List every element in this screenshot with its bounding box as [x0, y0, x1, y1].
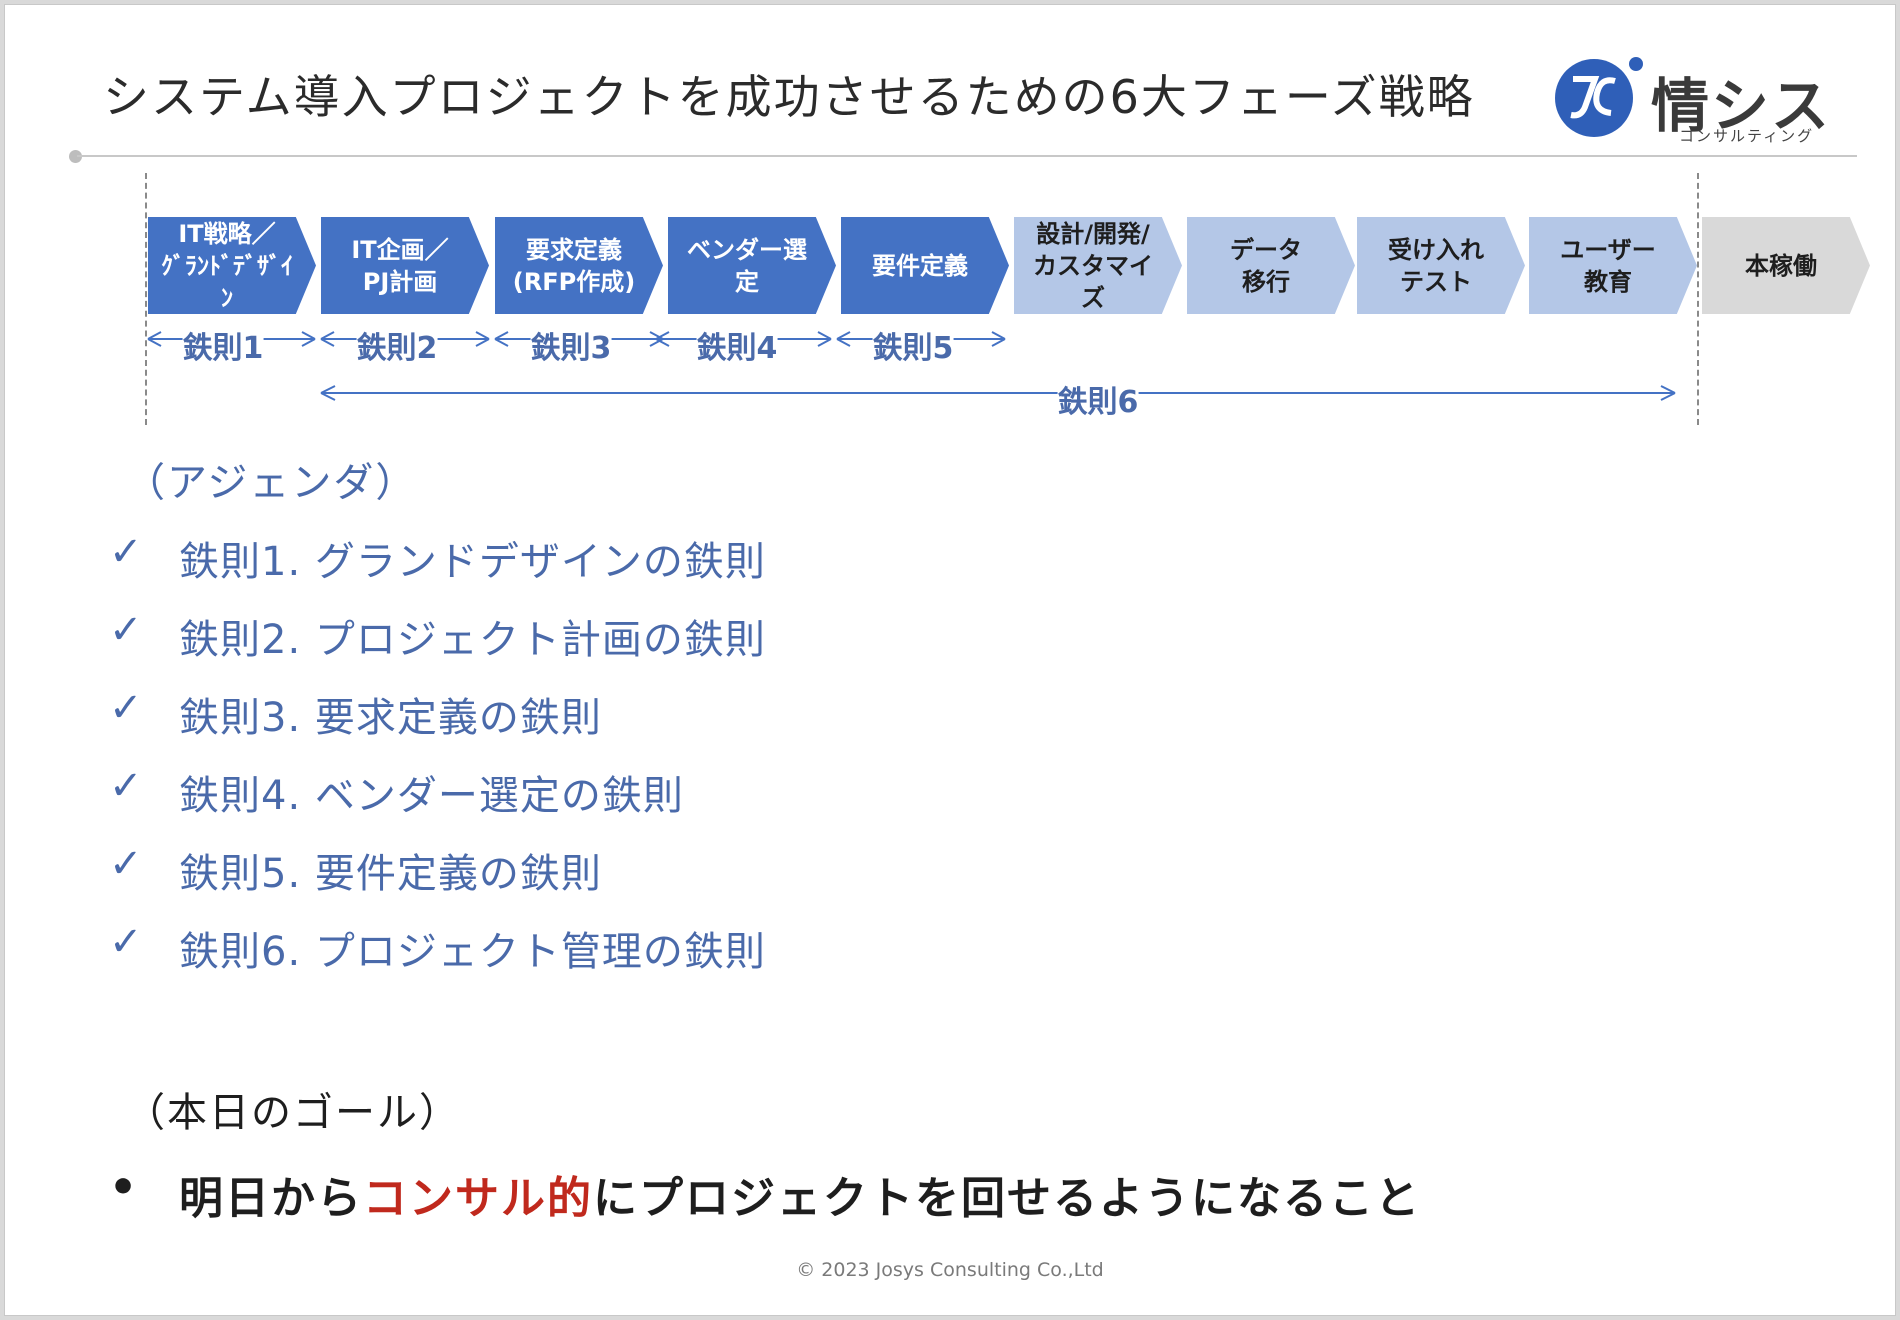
goal-text-before: 明日から: [179, 1173, 363, 1224]
timeline-start-line: [145, 173, 147, 425]
phase-chevron: 設計/開発/ カスタマイズ: [1014, 217, 1182, 314]
check-icon: ✓: [109, 529, 143, 575]
goal-text-accent: コンサル的: [363, 1173, 593, 1224]
agenda-item-text: 鉄則6. プロジェクト管理の鉄則: [179, 929, 766, 975]
logo-dot-icon: [1629, 57, 1643, 71]
copyright-footer: © 2023 Josys Consulting Co.,Ltd: [796, 1259, 1104, 1281]
phase-chevron: 要件定義: [841, 217, 1009, 314]
agenda-item-text: 鉄則2. プロジェクト計画の鉄則: [179, 617, 766, 663]
agenda-heading: （アジェンダ）: [125, 460, 418, 506]
logo-name: 情シス: [1651, 72, 1832, 140]
goal-heading: （本日のゴール）: [125, 1090, 461, 1136]
logo-subtitle: コンサルティング: [1679, 127, 1815, 145]
phase-chevron: ユーザー 教育: [1529, 217, 1697, 314]
phase-chevron: 本稼働: [1702, 217, 1870, 314]
goal-text: 明日からコンサル的にプロジェクトを回せるようになること: [179, 1162, 1421, 1226]
phase-chevron: データ 移行: [1187, 217, 1355, 314]
rule-label-2: 鉄則2: [356, 323, 438, 367]
check-icon: ✓: [109, 763, 143, 809]
agenda-item-text: 鉄則5. 要件定義の鉄則: [179, 851, 602, 897]
page-title: システム導入プロジェクトを成功させるための6大フェーズ戦略: [103, 70, 1475, 124]
rule-label-3: 鉄則3: [530, 323, 612, 367]
phase-chevron: 要求定義 (RFP作成): [495, 217, 663, 314]
phase-chevron: IT企画／ PJ計画: [321, 217, 489, 314]
title-divider: [77, 155, 1857, 157]
check-icon: ✓: [109, 607, 143, 653]
phase-chevron: ベンダー選定: [668, 217, 836, 314]
rule-label-1: 鉄則1: [182, 323, 264, 367]
logo-mark-icon: [1555, 59, 1633, 137]
rule-label-5: 鉄則5: [872, 323, 954, 367]
check-icon: ✓: [109, 841, 143, 887]
title-rule-dot: [69, 150, 82, 163]
rule-label-4: 鉄則4: [696, 323, 778, 367]
phase-chevron: IT戦略／ ｸﾞﾗﾝﾄﾞﾃﾞｻﾞｲﾝ: [148, 217, 316, 314]
phase-chevron: 受け入れ テスト: [1357, 217, 1525, 314]
check-icon: ✓: [109, 685, 143, 731]
agenda-item-text: 鉄則4. ベンダー選定の鉄則: [179, 773, 684, 819]
company-logo: 情シス コンサルティング: [1555, 57, 1855, 147]
timeline-end-line: [1697, 173, 1699, 425]
goal-text-after: にプロジェクトを回せるようになること: [593, 1173, 1421, 1224]
rule-label-6: 鉄則6: [1057, 377, 1139, 421]
agenda-item-text: 鉄則3. 要求定義の鉄則: [179, 695, 602, 741]
agenda-item-text: 鉄則1. グランドデザインの鉄則: [179, 539, 766, 585]
slide: システム導入プロジェクトを成功させるための6大フェーズ戦略 情シス コンサルティ…: [4, 4, 1896, 1316]
bullet-icon: •: [109, 1162, 140, 1213]
check-icon: ✓: [109, 919, 143, 965]
